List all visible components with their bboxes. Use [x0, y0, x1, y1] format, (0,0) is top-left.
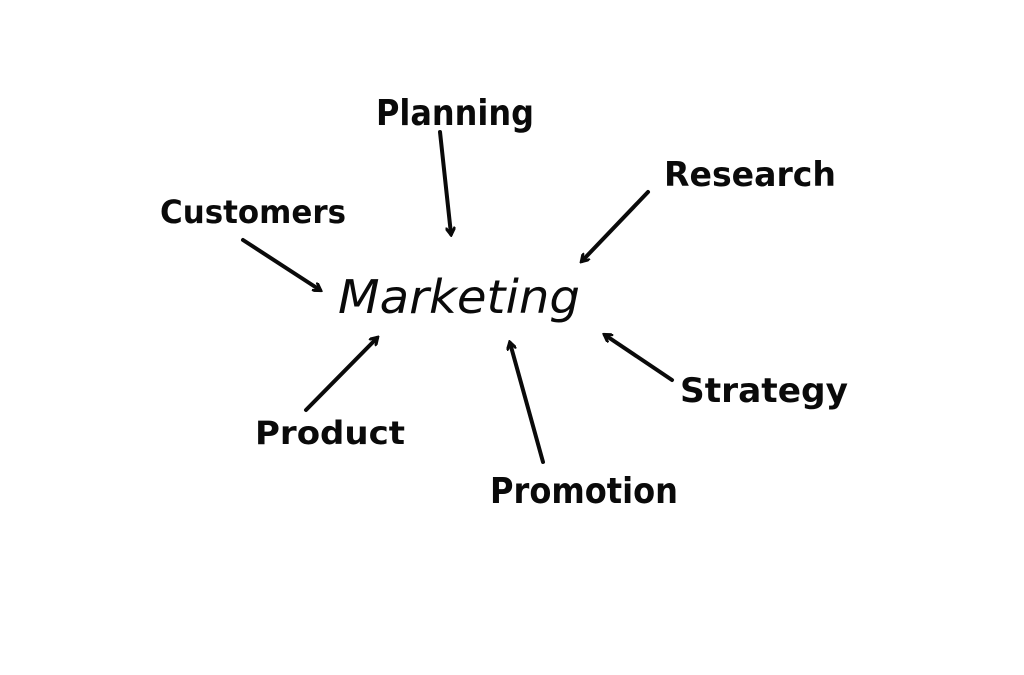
- node-planning: Planning: [376, 93, 534, 134]
- arrow-planning-to-marketing: [438, 130, 451, 234]
- arrow-promotion-to-marketing: [510, 343, 545, 464]
- arrow-customers-to-marketing: [241, 238, 320, 290]
- node-research: Research: [664, 155, 836, 195]
- arrow-product-to-marketing: [304, 338, 377, 412]
- node-product: Product: [255, 414, 405, 452]
- center-node-marketing: Marketing: [338, 270, 580, 324]
- arrow-strategy-to-marketing: [605, 335, 674, 382]
- arrow-research-to-marketing: [582, 190, 650, 261]
- node-promotion: Promotion: [490, 471, 678, 512]
- node-strategy: Strategy: [680, 371, 848, 411]
- node-customers: Customers: [160, 193, 346, 231]
